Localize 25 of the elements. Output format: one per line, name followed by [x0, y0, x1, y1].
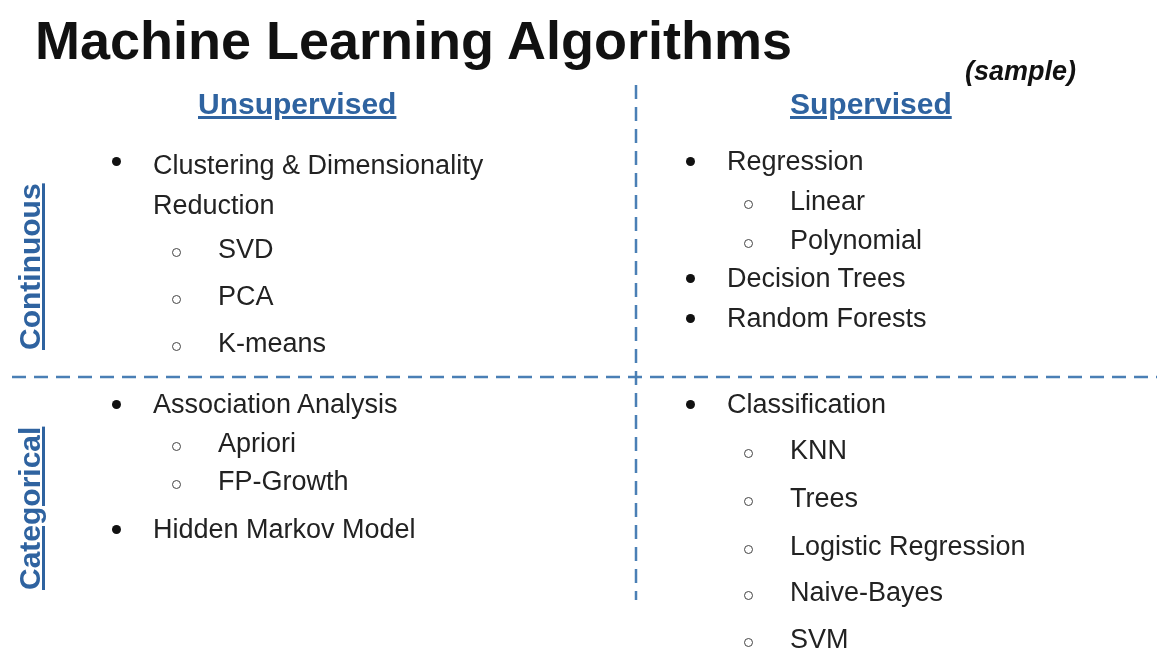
- sub-list-item: Logistic Regression: [790, 530, 1026, 563]
- list-item: Clustering & Dimensionality Reduction: [153, 149, 485, 222]
- row-heading: Categorical: [12, 426, 47, 590]
- subtitle-note: (sample): [965, 55, 1077, 88]
- title: Machine Learning Algorithms: [35, 9, 793, 72]
- column-heading: Supervised: [790, 86, 952, 122]
- sub-list-item: Naive-Bayes: [790, 576, 944, 609]
- sub-list-item: FP-Growth: [218, 465, 349, 498]
- sub-list-item: SVM: [790, 623, 849, 656]
- sub-list-item: Apriori: [218, 427, 297, 460]
- sub-list-item: SVD: [218, 233, 274, 266]
- list-item: Random Forests: [727, 302, 927, 335]
- sub-list-item: Linear: [790, 185, 866, 218]
- sub-list-item: Trees: [790, 482, 858, 515]
- list-item: Decision Trees: [727, 262, 906, 295]
- list-item: Regression: [727, 145, 864, 178]
- row-heading: Continuous: [12, 183, 47, 350]
- sub-list-item: KNN: [790, 434, 847, 467]
- sub-list-item: PCA: [218, 280, 274, 313]
- sub-list-item: K-means: [218, 327, 327, 360]
- list-item: Association Analysis: [153, 388, 398, 421]
- column-heading: Unsupervised: [198, 86, 397, 122]
- list-item: Classification: [727, 388, 887, 421]
- sub-list-item: Polynomial: [790, 224, 923, 257]
- list-item: Hidden Markov Model: [153, 513, 416, 546]
